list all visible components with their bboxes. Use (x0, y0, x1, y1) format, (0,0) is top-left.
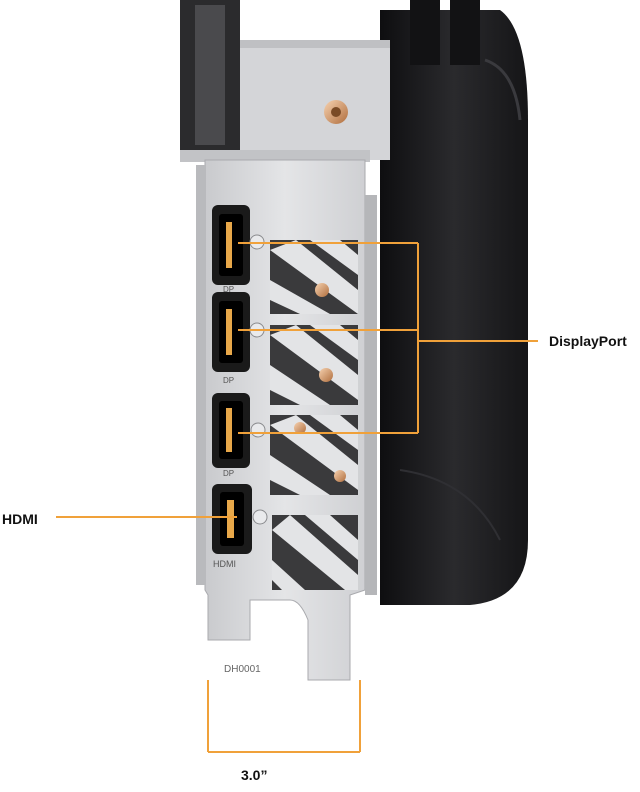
displayport-callout-lines (238, 242, 538, 434)
vent-grill-lower (270, 415, 358, 495)
width-dimension-bracket (207, 680, 361, 753)
vent-grill-middle (270, 325, 358, 405)
bracket-code: DH0001 (224, 664, 261, 675)
cooler-shroud (380, 0, 528, 605)
dp-marking-3: DP (223, 469, 234, 478)
heatsink-frame (180, 0, 390, 162)
displayport-port-3 (212, 393, 266, 468)
hdmi-port (212, 484, 268, 554)
displayport-port-1 (212, 205, 265, 285)
hdmi-marking: HDMI (213, 559, 236, 569)
hdmi-label: HDMI (2, 511, 38, 527)
dp-marking-2: DP (223, 376, 234, 385)
displayport-label: DisplayPort (549, 333, 627, 349)
vent-grill-top (270, 240, 358, 314)
dp-marking-1: DP (223, 285, 234, 294)
width-dimension-label: 3.0” (241, 767, 268, 783)
vent-grill-bottom (272, 515, 358, 590)
displayport-port-2 (212, 292, 265, 372)
